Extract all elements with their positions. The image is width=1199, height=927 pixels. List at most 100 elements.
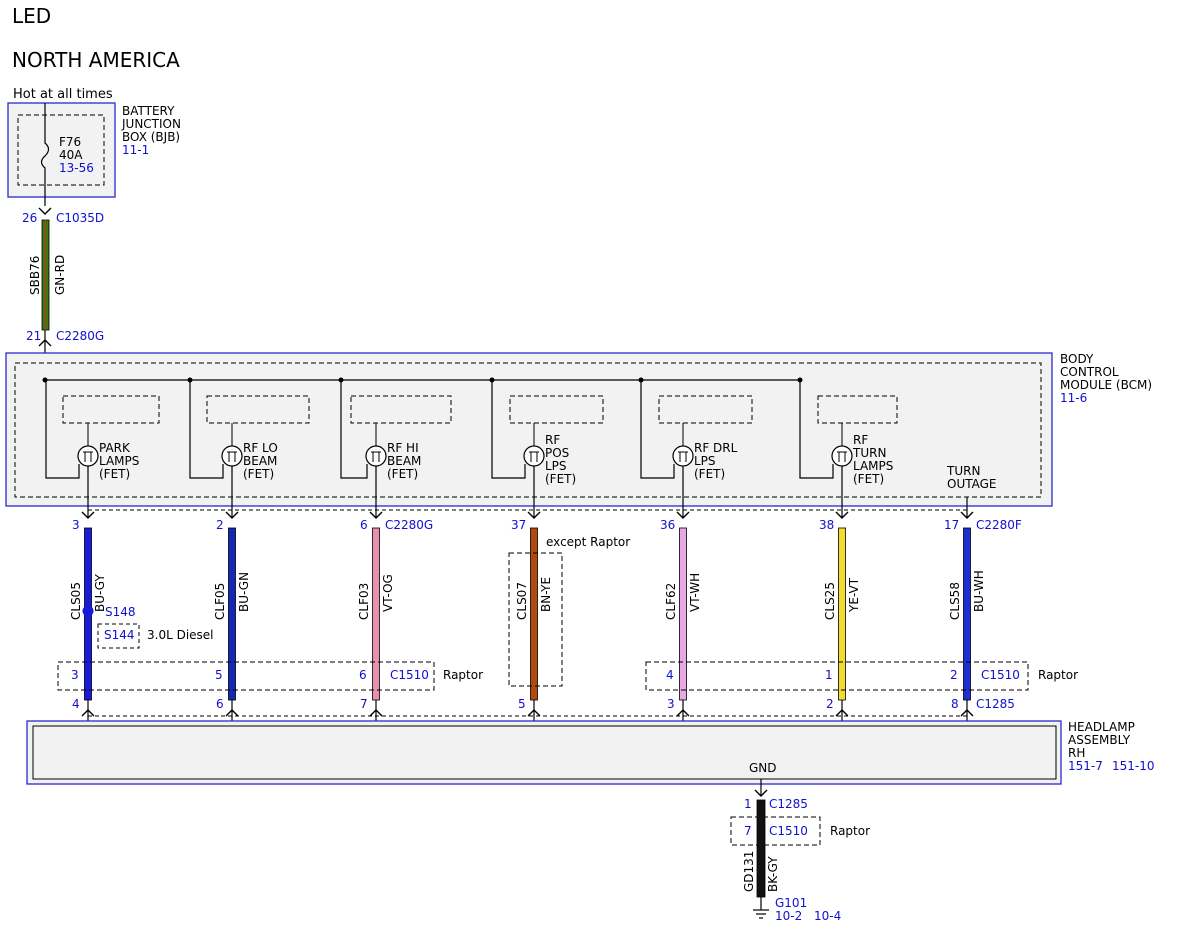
gnd-c1510-box — [730, 816, 821, 846]
bjb-inner-box — [17, 114, 105, 186]
channel-6-fet-icon — [831, 445, 853, 467]
headlamp-inner-box — [32, 725, 1057, 780]
ground-ref-2: 10-4 — [814, 909, 841, 923]
channel-2-fet-symbol — [227, 451, 237, 462]
channel-5-control-box — [658, 395, 753, 424]
channel-4-fet-symbol — [529, 451, 539, 462]
feed-circuit: SBB76 — [28, 256, 42, 295]
channel-7-c1510-pin: 2 — [950, 668, 958, 682]
channel-6-circuit-label: CLS25 — [823, 582, 837, 620]
gnd-arrow-icon — [754, 789, 768, 797]
bcm-name-1: BODY — [1060, 352, 1094, 366]
fuse-rating: 40A — [59, 148, 83, 162]
channel-2-lamp-arrow-icon — [225, 709, 239, 717]
channel-5-wire — [679, 527, 687, 701]
headlamp-name-3: RH — [1068, 746, 1085, 760]
channel-6-bcm-pin: 38 — [819, 518, 834, 532]
channel-2-wire — [228, 527, 236, 701]
channel-6-color-label: YE-VT — [847, 577, 861, 613]
gnd-c1510-connector: C1510 — [769, 824, 808, 838]
channel-4-fet-label-2: POS — [545, 446, 569, 460]
feed-color: GN-RD — [53, 255, 67, 295]
raptor-label-right: Raptor — [1038, 668, 1078, 682]
channel-7-bcm-pin: 17 — [944, 518, 959, 532]
channel-6-control-box — [817, 395, 898, 424]
channel-5-fet-loop — [640, 380, 675, 479]
headlamp-name-2: ASSEMBLY — [1068, 733, 1131, 747]
channel-5-lamp-arrow-icon — [676, 709, 690, 717]
channel-6-lamp-arrow-icon — [835, 709, 849, 717]
channel-3-c1510-pin: 6 — [359, 668, 367, 682]
channel-5-c1285-pin: 3 — [667, 697, 675, 711]
ground-point-label: G101 — [775, 896, 807, 910]
turn-outage-label-1: TURN — [946, 464, 980, 478]
channel-7-color-label: BU-WH — [972, 570, 986, 612]
channel-1-lamp-arrow-icon — [81, 709, 95, 717]
channel-4-bcm-pin: 37 — [511, 518, 526, 532]
bcm-name-3: MODULE (BCM) — [1060, 378, 1152, 392]
channel-1-fet-symbol — [83, 451, 93, 462]
raptor-label-left: Raptor — [443, 668, 483, 682]
channel-3-fet-icon — [365, 445, 387, 467]
gnd-label: GND — [749, 761, 777, 775]
fuse-ref: 13-56 — [59, 161, 94, 175]
channel-3-fet-symbol — [371, 451, 381, 462]
channel-7-lamp-arrow-icon — [960, 709, 974, 717]
channel-5-fet-icon — [672, 445, 694, 467]
splice-s144-box — [97, 623, 140, 649]
channel-2-fet-label-2: BEAM — [243, 454, 277, 468]
fuse-icon — [40, 103, 50, 206]
channel-3-fet-label-2: BEAM — [387, 454, 421, 468]
splice-s148-label: S148 — [105, 605, 136, 619]
headlamp-name-1: HEADLAMP — [1068, 720, 1135, 734]
channel-5-fet-label-1: RF DRL — [694, 441, 738, 455]
channel-5-junction-dot — [638, 377, 644, 383]
channel-3-bcm-connector: C2280G — [385, 518, 433, 532]
page-title: LED — [12, 4, 51, 28]
headlamp-ref-2: 151-10 — [1112, 759, 1155, 773]
region-label: NORTH AMERICA — [12, 48, 180, 72]
channel-7-bcm-connector: C2280F — [976, 518, 1022, 532]
channel-1-fet-label-3: (FET) — [99, 467, 130, 481]
channel-4-control-box — [509, 395, 604, 424]
channel-5-circuit-label: CLF62 — [664, 583, 678, 620]
channel-1-bcm-pin: 3 — [72, 518, 80, 532]
c1510-raptor-box-left — [57, 661, 435, 691]
turn-outage-label-2: OUTAGE — [947, 477, 997, 491]
channel-3-lamp-arrow-icon — [369, 709, 383, 717]
channel-5-fet-label-3: (FET) — [694, 467, 725, 481]
feed-top-pin: 26 — [22, 211, 37, 225]
channel-5-c1510-pin: 4 — [666, 668, 674, 682]
channel-3-bcm-pin: 6 — [360, 518, 368, 532]
channel-2-fet-loop — [189, 380, 224, 479]
channel-1-fet-label-2: LAMPS — [99, 454, 139, 468]
channel-6-pin-arrow-icon — [835, 511, 849, 519]
channel-3-fet-label-3: (FET) — [387, 467, 418, 481]
channel-1-circuit-label: CLS05 — [69, 582, 83, 620]
gnd-c1285-pin: 1 — [744, 797, 752, 811]
channel-3-pin-arrow-icon — [369, 511, 383, 519]
channel-7-circuit-label: CLS58 — [948, 582, 962, 620]
diesel-label: 3.0L Diesel — [147, 628, 214, 642]
bcm-inner-box — [14, 362, 1042, 498]
channel-6-c1510-pin: 1 — [825, 668, 833, 682]
channel-2-control-box — [206, 395, 310, 424]
channel-1-fet-loop — [45, 380, 80, 479]
channel-1-fet-icon — [77, 445, 99, 467]
channel-3-fet-label-1: RF HI — [387, 441, 419, 455]
channel-3-c1285-pin: 7 — [360, 697, 368, 711]
channel-4-pin-arrow-icon — [527, 511, 541, 519]
bjb-name-3: BOX (BJB) — [122, 130, 180, 144]
channel-4-color-label: BN-YE — [539, 577, 553, 612]
feed-bottom-pin: 21 — [26, 329, 41, 343]
ground-ref-1: 10-2 — [775, 909, 802, 923]
channel-7-wire — [963, 527, 971, 701]
ground-symbol-icon — [753, 909, 769, 919]
channel-4-c1285-pin: 5 — [518, 697, 526, 711]
channel-2-c1510-pin: 5 — [215, 668, 223, 682]
gnd-circuit: GD131 — [742, 851, 756, 892]
gnd-c1510-pin: 7 — [744, 824, 752, 838]
feed-top-connector: C1035D — [56, 211, 104, 225]
splice-s144-label: S144 — [104, 628, 135, 642]
channel-6-c1285-pin: 2 — [826, 697, 834, 711]
